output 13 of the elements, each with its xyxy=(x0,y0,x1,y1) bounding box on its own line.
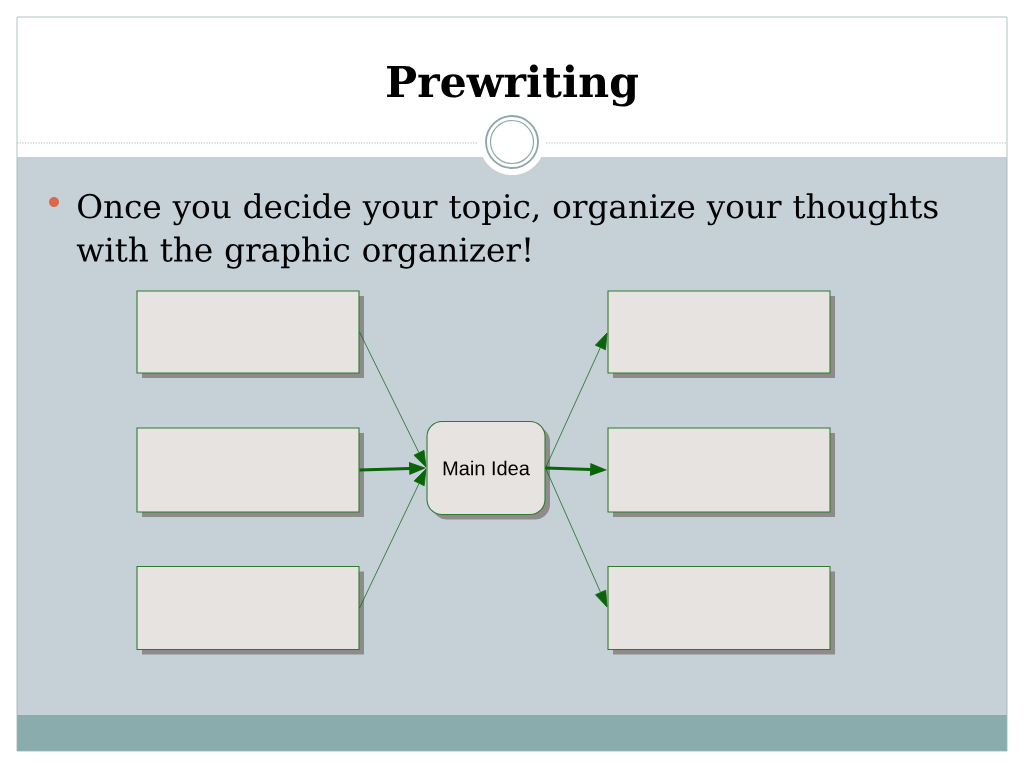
arrow xyxy=(359,468,427,609)
empty-box xyxy=(136,427,364,517)
slide-title: Prewriting xyxy=(387,64,638,107)
empty-box xyxy=(136,290,364,378)
main-idea-box: Main Idea xyxy=(426,420,550,520)
empty-box xyxy=(607,290,835,378)
arrow xyxy=(359,331,427,468)
empty-box xyxy=(607,565,835,655)
arrow xyxy=(545,332,608,469)
empty-box xyxy=(607,427,835,517)
arrow xyxy=(545,467,608,608)
bullet-text: Once you decide your topic, organize your thoughts with the graphic organizer! xyxy=(76,193,938,269)
empty-box xyxy=(136,565,364,655)
